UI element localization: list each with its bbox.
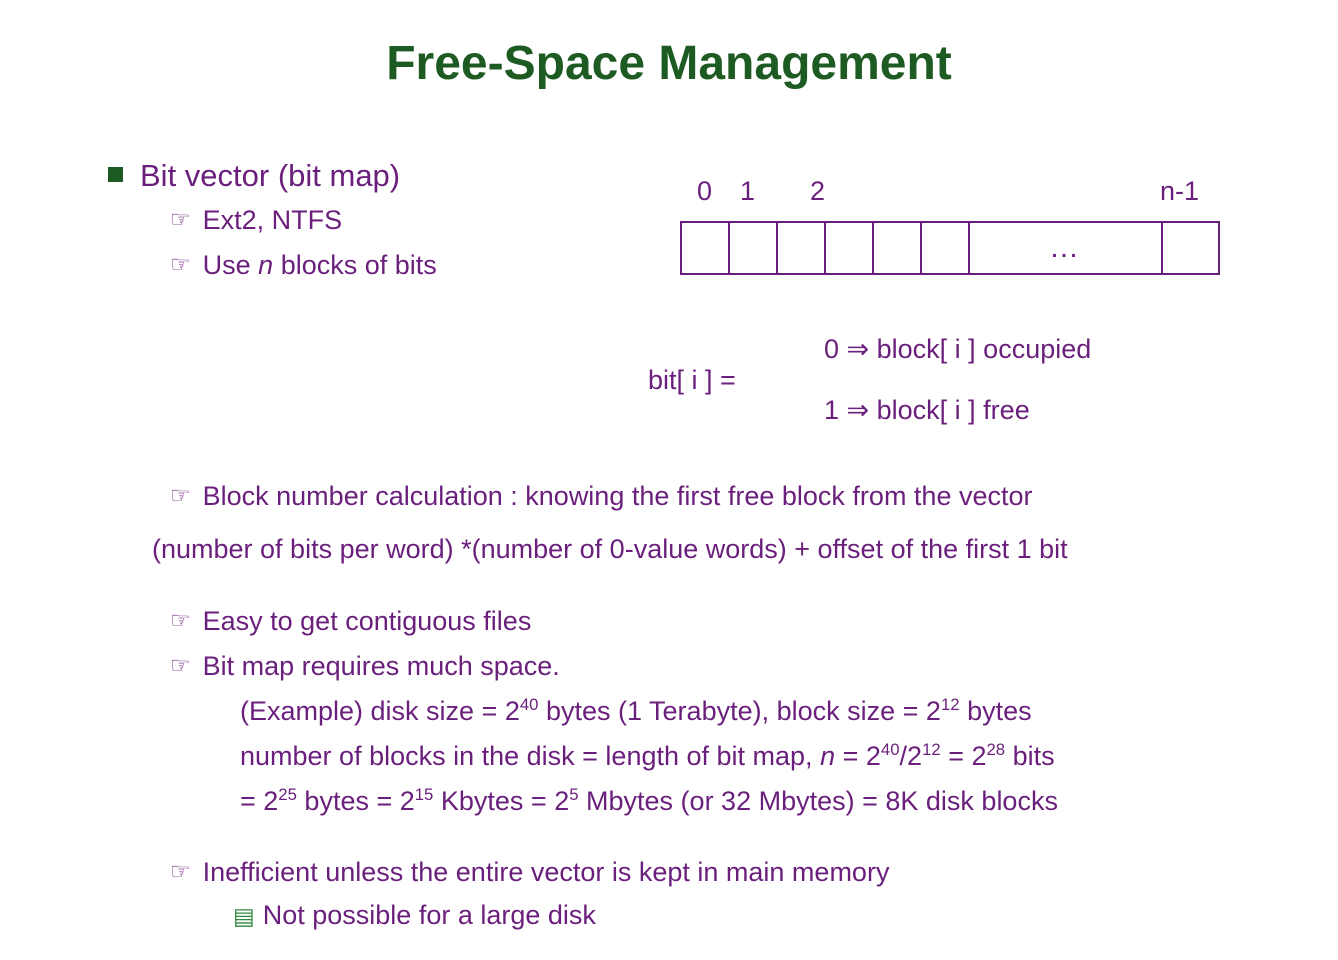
example-line-3-a: = 2 xyxy=(240,786,279,816)
bullet-easy-contiguous-label: Easy to get contiguous files xyxy=(202,606,532,636)
bullet-block-number-calculation: ☞ Block number calculation : knowing the … xyxy=(170,481,1033,512)
example-line-3: = 225 bytes = 215 Kbytes = 25 Mbytes (or… xyxy=(240,786,1058,817)
bullet-ext2-ntfs-label: Ext2, NTFS xyxy=(202,205,343,235)
example-line-3-b: bytes = 2 xyxy=(296,786,415,816)
bullet-bitmap-space: ☞ Bit map requires much space. xyxy=(170,651,560,682)
bullet-not-possible: ▤ Not possible for a large disk xyxy=(233,900,596,931)
example-line-1-b: bytes (1 Terabyte), block size = 2 xyxy=(538,696,941,726)
example-line-3-sup-15: 15 xyxy=(414,785,434,804)
use-n-blocks-post: blocks of bits xyxy=(273,250,437,280)
bitmap-diagram: … xyxy=(680,221,1220,275)
hand-pointer-icon: ☞ xyxy=(170,206,191,232)
bit-definition-lhs: bit[ i ] = xyxy=(648,365,736,395)
example-line-3-sup-5: 5 xyxy=(569,785,579,804)
example-line-2-sup-12: 12 xyxy=(922,740,941,759)
example-line-3-sup-25: 25 xyxy=(278,785,297,804)
example-line-1: (Example) disk size = 240 bytes (1 Terab… xyxy=(240,696,1032,727)
example-line-2-sup-40: 40 xyxy=(880,740,900,759)
example-line-2-b: = 2 xyxy=(835,741,881,771)
use-n-blocks-italic: n xyxy=(258,250,274,280)
example-line-2-a: number of blocks in the disk = length of… xyxy=(240,741,821,771)
example-line-2-c: /2 xyxy=(899,741,923,771)
block-number-formula: (number of bits per word) *(number of 0-… xyxy=(152,534,1068,564)
example-line-3-c: Kbytes = 2 xyxy=(433,786,570,816)
page-title: Free-Space Management xyxy=(386,37,952,90)
example-line-2-e: bits xyxy=(1005,741,1055,771)
bullet-use-n-blocks: ☞ Use n blocks of bits xyxy=(170,250,437,281)
example-line-2-d: = 2 xyxy=(940,741,987,771)
example-line-3-d: Mbytes (or 32 Mbytes) = 8K disk blocks xyxy=(578,786,1058,816)
bitmap-cell xyxy=(730,223,778,273)
hand-pointer-icon: ☞ xyxy=(170,607,191,633)
use-n-blocks-pre: Use xyxy=(202,250,259,280)
bitmap-index-1: 1 xyxy=(740,176,756,206)
example-line-1-c: bytes xyxy=(959,696,1032,726)
hand-pointer-icon: ☞ xyxy=(170,482,191,508)
bullet-bit-vector: Bit vector (bit map) xyxy=(108,158,400,194)
bullet-ext2-ntfs: ☞ Ext2, NTFS xyxy=(170,205,342,236)
bullet-block-number-calculation-label: Block number calculation : knowing the f… xyxy=(202,481,1033,511)
bullet-easy-contiguous: ☞ Easy to get contiguous files xyxy=(170,606,531,637)
bullet-bit-vector-label: Bit vector (bit map) xyxy=(140,158,401,193)
bullet-inefficient: ☞ Inefficient unless the entire vector is… xyxy=(170,857,889,888)
example-line-2-sup-28: 28 xyxy=(986,740,1006,759)
bitmap-cell xyxy=(874,223,922,273)
example-line-1-sup-12: 12 xyxy=(940,695,960,714)
book-icon: ▤ xyxy=(233,903,255,929)
example-line-1-a: (Example) disk size = 2 xyxy=(240,696,520,726)
example-line-2-italic-n: n xyxy=(820,741,836,771)
bitmap-ellipsis: … xyxy=(970,223,1163,273)
bitmap-cell xyxy=(682,223,730,273)
hand-pointer-icon: ☞ xyxy=(170,652,191,678)
hand-pointer-icon: ☞ xyxy=(170,858,191,884)
example-line-2: number of blocks in the disk = length of… xyxy=(240,741,1055,772)
bitmap-cell-last xyxy=(1163,223,1218,273)
hand-pointer-icon: ☞ xyxy=(170,251,191,277)
bitmap-cell xyxy=(778,223,826,273)
example-line-1-sup-40: 40 xyxy=(519,695,539,714)
bitmap-index-2: 2 xyxy=(810,176,826,206)
square-bullet-icon xyxy=(108,167,123,183)
bit-definition-row-occupied: 0 ⇒ block[ i ] occupied xyxy=(824,334,1092,364)
bullet-inefficient-label: Inefficient unless the entire vector is … xyxy=(202,857,890,887)
bit-definition-row-free: 1 ⇒ block[ i ] free xyxy=(824,395,1030,425)
bitmap-index-n-minus-1: n-1 xyxy=(1160,176,1200,206)
bitmap-cell xyxy=(826,223,874,273)
bitmap-cell xyxy=(922,223,970,273)
bullet-bitmap-space-label: Bit map requires much space. xyxy=(202,651,560,681)
bitmap-index-0: 0 xyxy=(697,176,713,206)
bullet-not-possible-label: Not possible for a large disk xyxy=(262,900,596,930)
